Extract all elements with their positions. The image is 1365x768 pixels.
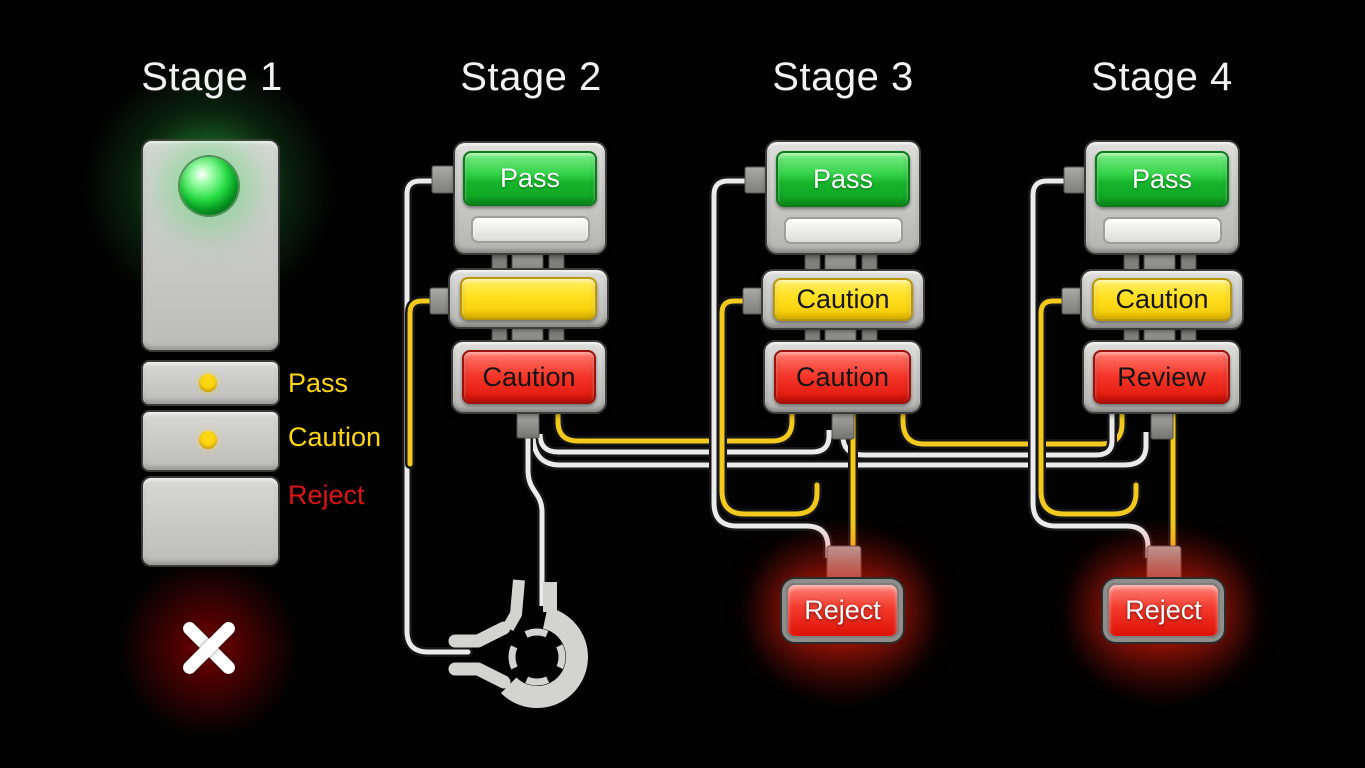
stage3-caution-red-button[interactable]: Caution	[774, 350, 911, 404]
wire-white-stage2-claw	[402, 176, 473, 657]
stage3-blank-slot[interactable]	[784, 217, 903, 244]
legend-caution-label: Caution	[288, 422, 382, 452]
stage2-blank-slot[interactable]	[471, 216, 590, 243]
stage1-reject-box	[143, 478, 278, 565]
stage3-title: Stage 3	[772, 55, 914, 99]
stage4-pass-button[interactable]: Pass	[1095, 151, 1229, 207]
stage4-reject-button[interactable]: Reject	[1107, 583, 1220, 638]
stage2-caution-button[interactable]: Caution	[462, 350, 596, 404]
stage2-pass-button[interactable]: Pass	[463, 151, 597, 206]
caution-indicator-dot	[199, 431, 217, 449]
wire-white-stage2-drop	[523, 434, 547, 606]
stage3-pass-button[interactable]: Pass	[776, 151, 910, 207]
stage2-yellow-button[interactable]	[460, 277, 597, 320]
stage3-reject-button[interactable]: Reject	[786, 583, 899, 638]
legend-pass-label: Pass	[288, 368, 349, 398]
green-indicator-light	[180, 157, 238, 215]
stage4-title: Stage 4	[1091, 55, 1233, 99]
wire-white-stage2-stage3	[535, 430, 834, 457]
stage4-caution-button[interactable]: Caution	[1092, 278, 1232, 321]
wire-yellow-stage4-stub	[1036, 296, 1141, 519]
wire-white-stage3-stage4	[838, 412, 1117, 460]
claw-gripper-icon	[448, 579, 588, 709]
stage4-blank-slot[interactable]	[1103, 217, 1222, 244]
wire-yellow-stage2-stub	[405, 296, 439, 469]
legend-reject-label: Reject	[288, 480, 365, 510]
stage4-review-button[interactable]: Review	[1093, 350, 1230, 404]
stage3-caution-yellow-button[interactable]: Caution	[773, 278, 913, 321]
wire-yellow-stage3-stub	[717, 296, 822, 519]
stage2-title: Stage 2	[460, 55, 602, 99]
wire-yellow-stage2-stage3	[553, 412, 797, 446]
x-mark-icon	[159, 598, 259, 698]
stage1-title: Stage 1	[141, 55, 283, 99]
wire-white-long-bus	[528, 432, 1151, 470]
wire-yellow-stage3-stage4	[898, 412, 1127, 449]
pass-indicator-dot	[199, 374, 217, 392]
